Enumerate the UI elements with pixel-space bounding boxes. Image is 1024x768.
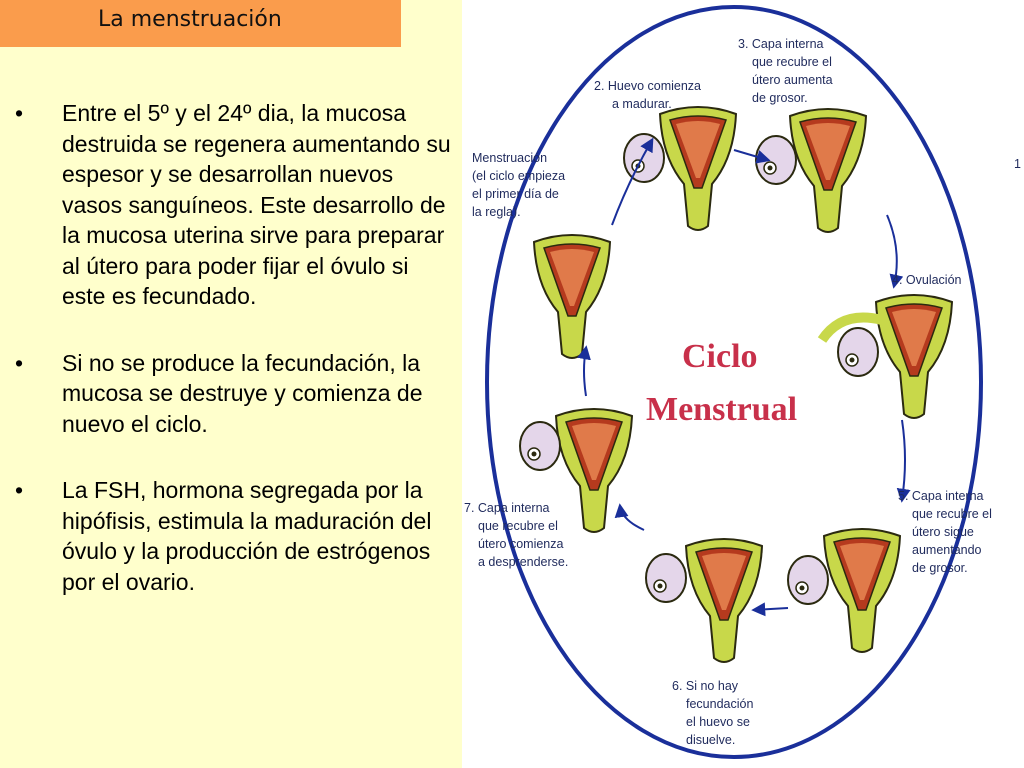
bullet-text: Si no se produce la fecundación, la muco…: [62, 349, 423, 437]
edge-mark: 1: [1014, 157, 1021, 171]
stage3-uterus-icon: [789, 108, 867, 233]
arrow-icon: [733, 149, 771, 164]
arrow-icon: [896, 419, 911, 503]
center-title-line2: Menstrual: [646, 391, 797, 428]
stage2-ovary-icon: [623, 133, 665, 183]
bullet-text: La FSH, hormona segregada por la hipófis…: [62, 477, 432, 595]
stage3-label: 3. Capa interna que recubre el útero aum…: [738, 37, 836, 105]
arrow-icon: [611, 137, 654, 226]
stage4-tube-icon: [817, 312, 884, 343]
stage7-uterus-icon: [555, 408, 633, 533]
bullet-list: • Entre el 5º y el 24º dia, la mucosa de…: [0, 98, 455, 633]
stage2-label: 2. Huevo comienza a madurar.: [594, 79, 705, 111]
stage7-label: 7. Capa interna que recubre el útero com…: [464, 501, 568, 569]
stage1-label: Menstruación (el ciclo empieza el primer…: [472, 151, 569, 219]
cycle-circle: [485, 5, 983, 759]
bullet-item: • Si no se produce la fecundación, la mu…: [0, 348, 455, 440]
stage4-uterus-icon: [875, 294, 953, 419]
arrow-icon: [577, 345, 591, 397]
bullet-marker: •: [15, 349, 24, 376]
stage1-uterus-icon: [533, 234, 611, 359]
menstrual-cycle-diagram: Ciclo Menstrual Menstruación (el ciclo e…: [462, 0, 1024, 768]
bullet-text: Entre el 5º y el 24º dia, la mucosa dest…: [62, 100, 451, 309]
cycle-svg: Ciclo Menstrual Menstruación (el ciclo e…: [464, 5, 1021, 759]
bullet-item: • La FSH, hormona segregada por la hipóf…: [0, 475, 455, 597]
bullet-item: • Entre el 5º y el 24º dia, la mucosa de…: [0, 98, 455, 312]
center-title-line1: Ciclo: [682, 338, 758, 375]
stage5-label: 5. Capa interna que recubre el útero sig…: [898, 489, 995, 575]
stage4-label: 4. Ovulación: [892, 273, 962, 287]
stage2-uterus-icon: [659, 106, 737, 231]
title-bar: La menstruación: [0, 0, 401, 47]
arrow-icon: [751, 602, 789, 617]
stage6-label: 6. Si no hay fecundación el huevo se dis…: [672, 679, 757, 747]
stage7-ovary-icon: [519, 421, 561, 471]
arrow-icon: [614, 503, 645, 531]
stage5-ovary-icon: [787, 555, 829, 605]
slide-title: La menstruación: [98, 7, 282, 32]
stage3-ovary-icon: [755, 135, 797, 185]
stage5-uterus-icon: [823, 528, 901, 653]
arrow-icon: [886, 214, 904, 289]
bullet-marker: •: [15, 100, 24, 126]
bullet-marker: •: [15, 477, 24, 503]
stage4-ovary-icon: [837, 327, 879, 377]
stage6-uterus-icon: [685, 538, 763, 663]
stage6-ovary-icon: [645, 553, 687, 603]
